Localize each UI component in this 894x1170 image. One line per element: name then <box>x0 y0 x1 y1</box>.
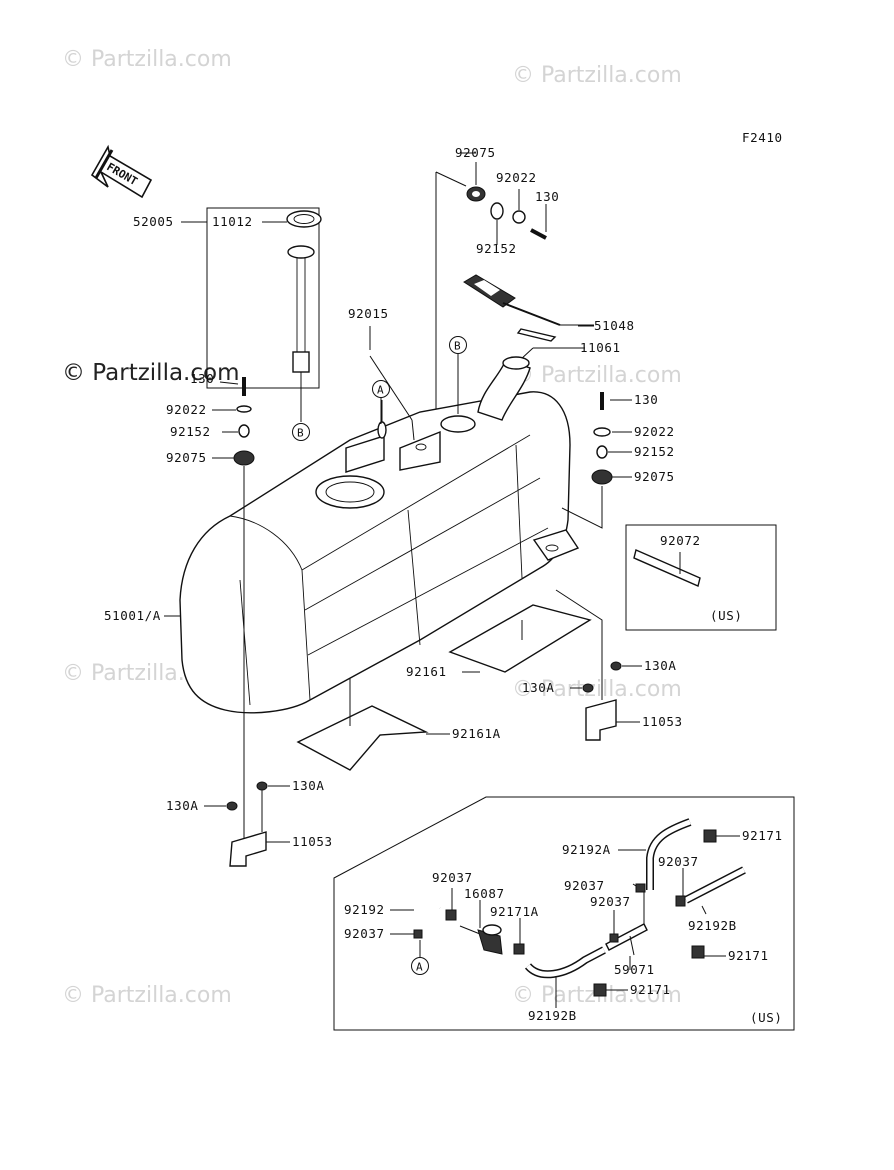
label-59071: 59071 <box>614 962 655 977</box>
label-92037-4: 92037 <box>432 870 473 885</box>
hose-box <box>333 796 795 1031</box>
label-92015: 92015 <box>348 306 389 321</box>
label-11053-right: 11053 <box>642 714 683 729</box>
label-92171-3: 92171 <box>630 982 671 997</box>
part-labels: 92075 92022 130 92152 52005 11012 51048 … <box>104 145 783 1025</box>
label-92171-2: 92171 <box>728 948 769 963</box>
label-16087: 16087 <box>464 886 505 901</box>
label-92171a: 92171A <box>490 904 539 919</box>
watermark-top-left: © Partzilla.com <box>62 47 232 72</box>
watermark-bottom-left: © Partzilla.com <box>62 983 232 1008</box>
label-92037-2: 92037 <box>564 878 605 893</box>
label-130-left: 130 <box>190 371 214 386</box>
label-51048: 51048 <box>594 318 635 333</box>
watermark-dark: © Partzilla.com <box>62 360 240 386</box>
label-92152-left: 92152 <box>170 424 211 439</box>
label-92161: 92161 <box>406 664 447 679</box>
label-92171-1: 92171 <box>742 828 783 843</box>
tie-box-note: (US) <box>710 608 743 623</box>
label-130a-right-2: 130A <box>522 680 555 695</box>
callout-b-left: B <box>297 427 304 440</box>
filler-cover <box>463 274 594 361</box>
left-hardware <box>233 377 255 840</box>
label-51001a: 51001/A <box>104 608 161 623</box>
label-11061: 11061 <box>580 340 621 355</box>
label-92075-top: 92075 <box>455 145 496 160</box>
callout-a-lower: A <box>416 961 423 974</box>
label-11012: 11012 <box>212 214 253 229</box>
label-92152-right: 92152 <box>634 444 675 459</box>
tie-box <box>625 524 777 631</box>
label-92022-right: 92022 <box>634 424 675 439</box>
label-130a-right-1: 130A <box>644 658 677 673</box>
label-130a-left-2: 130A <box>166 798 199 813</box>
left-bracket <box>226 781 268 867</box>
right-bracket <box>555 589 622 741</box>
label-92072: 92072 <box>660 533 701 548</box>
label-92152-top: 92152 <box>476 241 517 256</box>
label-130-top: 130 <box>535 189 559 204</box>
label-52005: 52005 <box>133 214 174 229</box>
callout-b-top: B <box>454 340 461 353</box>
hose-box-note: (US) <box>750 1010 783 1025</box>
label-11053-left: 11053 <box>292 834 333 849</box>
callout-a-upper: A <box>377 384 384 397</box>
label-92037-5: 92037 <box>344 926 385 941</box>
figure-code: F2410 <box>742 130 783 145</box>
label-92192b-2: 92192B <box>528 1008 577 1023</box>
watermark-top-right: © Partzilla.com <box>512 63 682 88</box>
leader-lines <box>164 152 740 1008</box>
callouts: A A B B <box>292 336 467 975</box>
label-92022-top: 92022 <box>496 170 537 185</box>
watermark-mid-right: © Partzilla.com <box>512 363 682 388</box>
label-92037-1: 92037 <box>658 854 699 869</box>
label-130-right: 130 <box>634 392 658 407</box>
mats <box>296 604 592 771</box>
front-arrow-icon: FRONT <box>90 144 153 199</box>
label-92192b-1: 92192B <box>688 918 737 933</box>
label-130a-left-1: 130A <box>292 778 325 793</box>
watermark-mid-right-2: © Partzilla.com <box>512 677 682 702</box>
label-92022-left: 92022 <box>166 402 207 417</box>
label-92037-3: 92037 <box>590 894 631 909</box>
right-hardware <box>561 392 613 529</box>
top-hardware <box>435 162 547 428</box>
label-92161a: 92161A <box>452 726 501 741</box>
label-92192-left: 92192 <box>344 902 385 917</box>
fuel-tank <box>179 355 580 714</box>
label-92075-right: 92075 <box>634 469 675 484</box>
label-92192a: 92192A <box>562 842 611 857</box>
fuel-level-sender <box>181 207 322 422</box>
label-92075-left: 92075 <box>166 450 207 465</box>
